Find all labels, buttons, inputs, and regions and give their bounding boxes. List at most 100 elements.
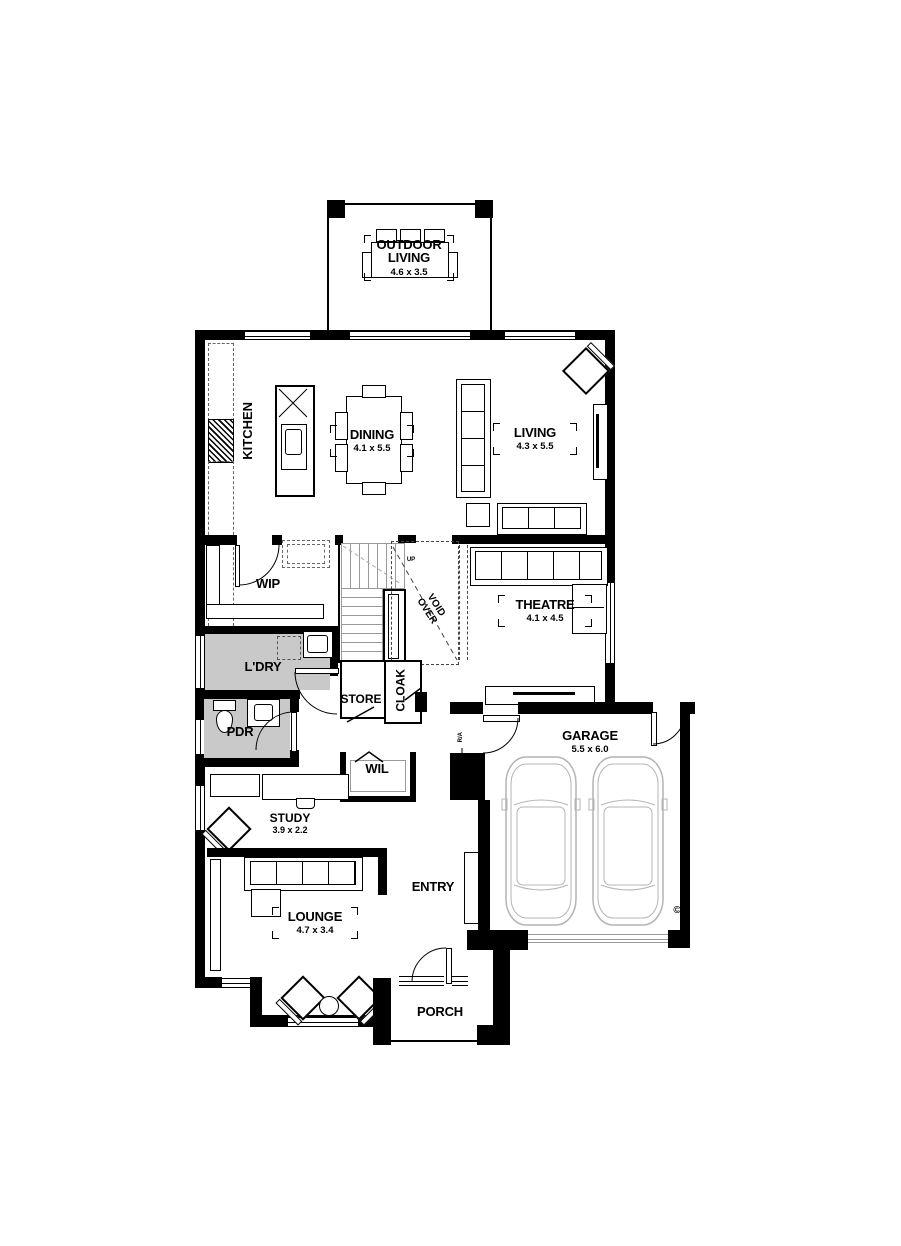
wall-powder-top: [205, 690, 300, 699]
powder-basin: [254, 704, 273, 721]
wall-powder-right-b: [290, 750, 299, 767]
outdoor-living-label: OUTDOOR LIVING 4.6 x 3.5: [364, 235, 454, 281]
laundry-label: L'DRY: [244, 659, 282, 674]
outdoor-chair: [376, 229, 397, 242]
entry-garage-door-arc: [482, 717, 519, 754]
porch-slab-edge: [391, 1040, 477, 1042]
stair-treads: [341, 588, 383, 662]
wall-right-lower: [605, 663, 615, 705]
wall-powder-bottom: [195, 758, 292, 767]
garage-label: GARAGE: [562, 728, 618, 743]
odl-top-edge: [343, 203, 477, 205]
odl-post-right: [475, 200, 493, 218]
wall-void-a: [398, 535, 416, 543]
wall-stair-head: [335, 535, 343, 545]
dining-label: DINING 4.1 x 5.5: [330, 424, 414, 458]
room-name: THEATRE: [498, 594, 592, 611]
room-dims: 4.1 x 5.5: [330, 443, 414, 458]
wall-theatre-top: [452, 535, 615, 544]
wall-porch-corner: [477, 1025, 510, 1045]
wall-cloak-right: [415, 692, 427, 712]
dining-chair: [400, 444, 413, 472]
wall-left-upper: [195, 330, 205, 636]
theatre-chaise: [572, 584, 607, 634]
sliding-door-outdoor: [350, 331, 470, 340]
study-armchair: [201, 806, 252, 857]
wip-bench-bottom: [206, 604, 324, 619]
room-dims: 4.7 x 3.4: [272, 925, 358, 940]
lounge-label: LOUNGE 4.7 x 3.4: [272, 906, 358, 940]
wall-laundry-top: [205, 626, 335, 634]
front-sidelight-left: [399, 976, 444, 986]
car-icon: [501, 756, 581, 926]
cloak-label: CLOAK: [393, 668, 408, 712]
wall-garage-left: [478, 800, 490, 930]
wil-label: WIL: [365, 761, 389, 776]
window-laundry: [195, 636, 205, 688]
wall-wip-top-b: [272, 535, 282, 545]
odl-post-left: [327, 200, 345, 218]
theatre-tv: [513, 692, 575, 695]
outdoor-chair: [424, 229, 445, 242]
wall-garage-top-a: [450, 702, 483, 714]
window-bay-bottom: [288, 1017, 358, 1027]
theatre-cased-opening: [459, 545, 468, 660]
wip-bench-left: [206, 545, 220, 606]
theatre-label: THEATRE 4.1 x 4.5: [498, 594, 592, 628]
dining-table: [346, 396, 402, 484]
wall-left-lower: [195, 830, 205, 977]
bay-armchair-left: [275, 975, 326, 1026]
window-living: [505, 331, 575, 340]
wall-powder-right-a: [290, 690, 299, 712]
living-side-table: [466, 503, 490, 527]
wall-porch-right: [493, 950, 510, 1045]
laundry-trough-basin: [307, 635, 328, 653]
dining-chair: [362, 482, 386, 495]
front-door-leaf: [446, 948, 452, 984]
void-outline: [391, 541, 459, 665]
entry-label: ENTRY: [411, 879, 455, 894]
room-dims: 4.3 x 5.5: [493, 441, 577, 456]
wall-study-return: [378, 848, 387, 895]
wall-garage-bottom-right: [668, 930, 690, 948]
living-armchair: [561, 342, 615, 396]
lounge-sofa-cushions: [250, 861, 356, 885]
lounge-chaise: [251, 889, 281, 917]
window-study: [195, 786, 205, 830]
living-sofa-left-cushions: [461, 384, 485, 492]
kitchen-pantry-hatch: [208, 419, 234, 463]
dining-chair: [362, 385, 386, 398]
wall-left-mid2: [195, 754, 205, 786]
wall-porch-left: [373, 978, 391, 1045]
kitchen-tall-cabinets: [208, 343, 234, 421]
store-label: STORE: [340, 692, 382, 706]
room-name: OUTDOOR LIVING: [364, 235, 454, 265]
room-dims: 4.6 x 3.5: [364, 267, 454, 281]
odl-left-edge: [327, 218, 329, 330]
copyright-mark: ©: [673, 905, 681, 916]
lounge-window-seat: [210, 859, 221, 971]
theatre-chaise-divider: [573, 607, 604, 608]
dining-chair: [400, 412, 413, 440]
living-tv: [596, 414, 599, 468]
wall-garage-nib: [450, 753, 485, 800]
living-label: LIVING 4.3 x 5.5: [493, 422, 577, 456]
powder-label: PDR: [226, 724, 254, 739]
dining-chair: [335, 444, 348, 472]
powder-door-leaf: [291, 712, 297, 752]
front-sidelight-right: [452, 976, 468, 986]
outdoor-chair: [362, 252, 372, 278]
odl-right-edge: [490, 218, 492, 330]
living-sofa-bottom-cushions: [502, 507, 581, 529]
room-name: LOUNGE: [272, 906, 358, 923]
island-sink-basin: [285, 429, 302, 455]
outdoor-chair: [400, 229, 421, 242]
stair-side-wall: [338, 543, 340, 663]
wall-wip-top-a: [205, 535, 237, 545]
room-dims: 4.1 x 4.5: [498, 613, 592, 628]
wall-right-upper: [605, 330, 615, 583]
wall-garage-top-b: [518, 702, 653, 714]
garage-dims: 5.5 x 6.0: [571, 744, 609, 755]
wall-left-mid1: [195, 688, 205, 720]
